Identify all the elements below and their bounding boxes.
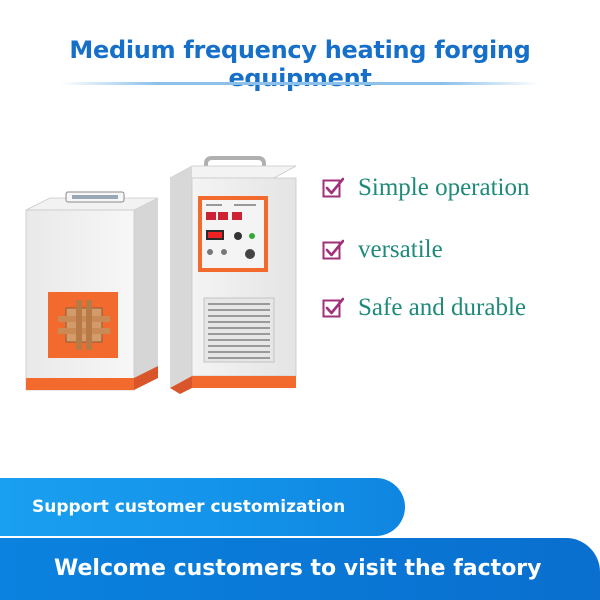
heating-head-unit — [25, 191, 159, 391]
feature-label: Simple operation — [358, 174, 530, 201]
feature-item-safe-and-durable: Safe and durable — [322, 288, 526, 328]
visit-factory-banner: Welcome customers to visit the factory — [0, 538, 600, 600]
check-box-icon — [322, 177, 344, 198]
customization-text: Support customer customization — [32, 497, 346, 517]
product-image — [25, 156, 297, 394]
customization-banner: Support customer customization — [0, 478, 405, 536]
feature-label: versatile — [358, 236, 443, 263]
check-box-icon — [322, 297, 344, 318]
check-box-icon — [322, 239, 344, 260]
feature-item-versatile: versatile — [322, 230, 443, 270]
power-supply-unit — [169, 156, 297, 394]
page-title: Medium frequency heating forging equipme… — [69, 36, 531, 92]
feature-label: Safe and durable — [358, 294, 526, 321]
title-divider — [60, 82, 540, 85]
visit-factory-text: Welcome customers to visit the factory — [54, 556, 542, 581]
feature-item-simple-operation: Simple operation — [322, 168, 530, 208]
